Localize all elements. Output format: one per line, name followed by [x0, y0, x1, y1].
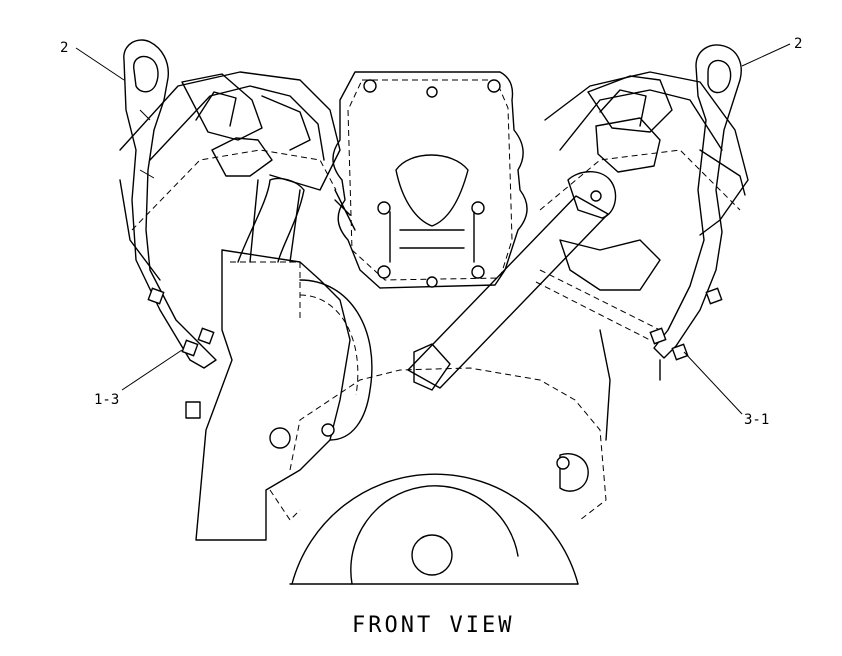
callout-top-left: 2	[60, 40, 68, 56]
front-cover	[269, 367, 607, 521]
callout-left: 1-3	[94, 392, 119, 408]
crankshaft-pulley	[289, 473, 579, 585]
callout-top-right: 2	[794, 36, 802, 52]
right-lifting-eye	[599, 44, 742, 441]
view-caption: FRONT VIEW	[352, 613, 514, 638]
callout-right: 3-1	[744, 412, 769, 428]
thermostat-housing	[185, 177, 373, 541]
intake-plate	[332, 71, 528, 289]
left-lifting-eye	[123, 39, 217, 369]
leader-lines	[75, 43, 791, 415]
right-cylinder-head	[539, 71, 749, 291]
left-cylinder-head	[119, 71, 341, 281]
water-tube	[407, 171, 661, 391]
